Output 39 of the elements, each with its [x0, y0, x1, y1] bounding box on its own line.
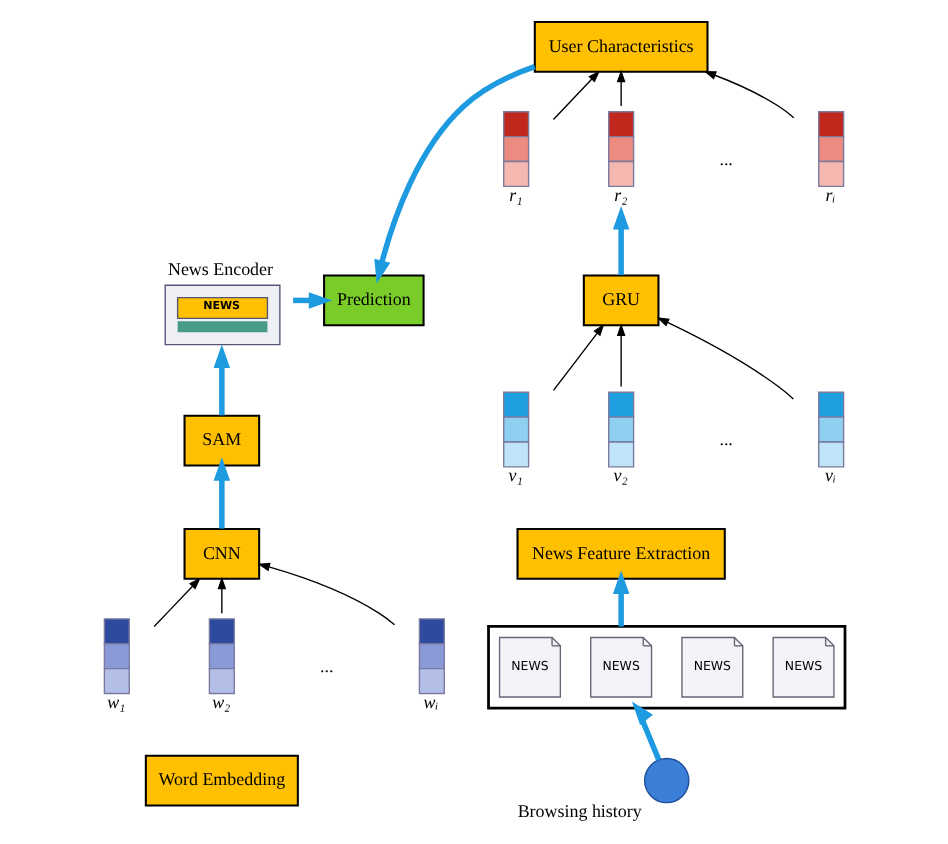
arrow — [552, 323, 605, 392]
arrow — [213, 344, 231, 416]
arrow — [153, 577, 201, 628]
node-person — [643, 757, 690, 804]
label: ... — [320, 655, 334, 676]
arrow — [616, 323, 626, 388]
arrow — [293, 292, 333, 309]
arrow — [612, 205, 630, 276]
arrow — [703, 71, 795, 119]
node-label: r₂ — [614, 184, 628, 205]
cluster — [487, 625, 847, 710]
node-box: User Characteristics — [533, 20, 709, 73]
node-box: GRU — [582, 274, 660, 327]
arrow — [213, 457, 231, 529]
node-box: Word Embedding — [144, 754, 299, 807]
arrow — [374, 64, 536, 284]
node-label: r₁ — [509, 184, 523, 205]
label: ... — [719, 148, 733, 169]
arrow — [257, 562, 396, 626]
node-label: vᵢ — [824, 465, 836, 486]
arrow — [631, 701, 662, 761]
node-label: w₁ — [107, 691, 126, 712]
node-label: v₂ — [613, 465, 628, 486]
arrow — [656, 317, 795, 400]
arrow — [612, 570, 630, 627]
node-box: News Feature Extraction — [516, 528, 726, 580]
node-label: Browsing history — [517, 801, 642, 822]
node-box: CNN — [183, 528, 261, 580]
node-label: w₂ — [212, 691, 231, 712]
node-box: SAM — [183, 414, 261, 467]
node-label: News Encoder — [167, 258, 274, 279]
node-label: v₁ — [508, 465, 523, 486]
node-box: Prediction — [323, 274, 425, 327]
arrow — [552, 70, 601, 121]
node-label: rᵢ — [825, 184, 836, 205]
arrow — [217, 576, 227, 614]
label: ... — [719, 429, 733, 450]
arrow — [616, 69, 626, 107]
node-label: wᵢ — [423, 691, 439, 712]
